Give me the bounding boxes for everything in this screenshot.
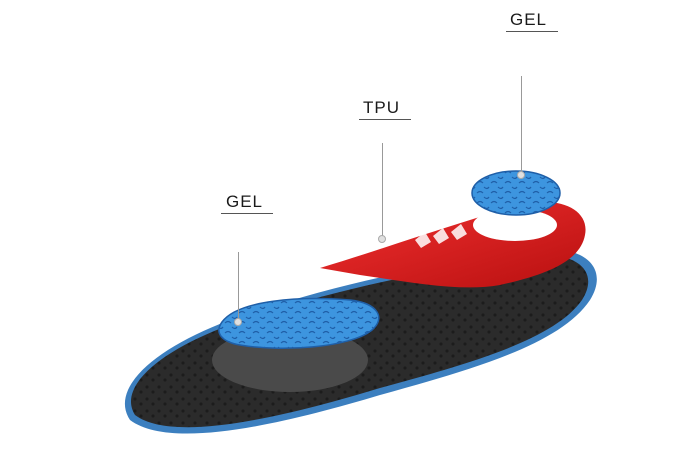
callout-tpu-underline	[359, 119, 411, 120]
callout-gel-left-label: GEL	[226, 192, 264, 211]
callout-gel-top-underline	[506, 31, 558, 32]
callout-tpu-leader	[382, 143, 383, 238]
callout-gel-top-leader	[521, 76, 522, 176]
callout-tpu-label: TPU	[363, 98, 400, 117]
callout-tpu-dot	[378, 235, 386, 243]
gel-pad-left	[218, 297, 380, 349]
callout-gel-left-dot	[234, 318, 242, 326]
callout-gel-top-label: GEL	[510, 10, 548, 29]
callout-gel-top-dot	[517, 171, 525, 179]
gel-pad-top	[471, 170, 561, 216]
tpu-arch-support	[320, 201, 586, 288]
callout-gel-left-underline	[221, 213, 273, 214]
callout-gel-left-leader	[238, 252, 239, 324]
